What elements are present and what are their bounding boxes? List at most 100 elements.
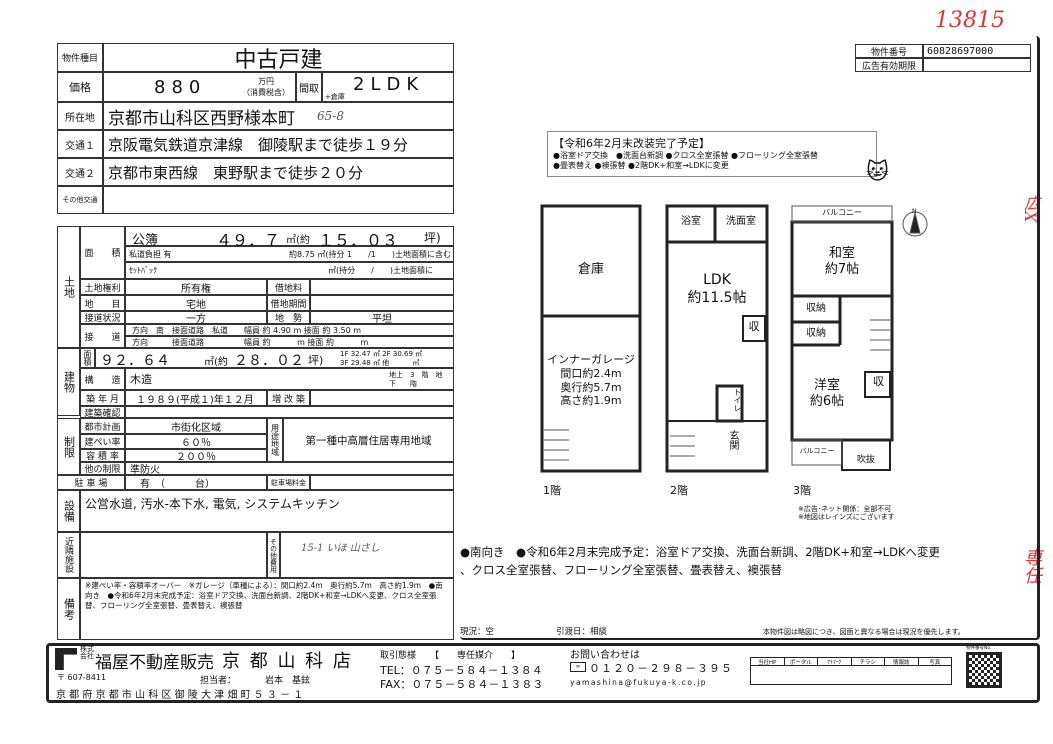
coverage-value: ６０％ [125, 434, 267, 449]
price-unit: 万円 [258, 77, 274, 86]
transport1-value: 京阪電気鉄道京津線 御陵駅まで徒歩１９分 [103, 130, 454, 158]
road1: 方向 南 接面道路 私道 幅員 約 4.90 m 接面 約 3.50 m [125, 324, 454, 336]
built-label: 築 年 月 [80, 390, 125, 406]
land-tsubo: １５．０３ [318, 231, 399, 250]
branch-name: 京 都 山 科 店 [222, 651, 353, 672]
lease-period-label: 借地期間 [267, 295, 310, 311]
deal-label: 取引態様 [380, 651, 417, 661]
media-cell: 写真 [918, 658, 951, 666]
registry-label: 公簿 [132, 233, 159, 248]
lease-period-value [310, 295, 454, 311]
terrain-label: 地 勢 [267, 311, 310, 324]
renovation-line2: ●畳表替え ●襖張替 ●2階DK+和室→LDKに変更 [553, 160, 729, 170]
company-name: 福屋不動産販売 [95, 653, 214, 673]
property-id-value: 60828697000 [923, 44, 1031, 58]
land-area-row: 公簿 ４９．７ ㎡(約 １５．０３ 坪) [125, 226, 454, 250]
footer [46, 643, 1040, 703]
qr-code-icon[interactable] [966, 652, 1002, 688]
floor2-label: 2階 [670, 484, 688, 497]
north-label: N [912, 208, 917, 215]
city-plan-value: 市街化区域 [125, 418, 267, 434]
land-area: ４９．７ [216, 231, 281, 250]
road-status-label: 接道状況 [80, 311, 125, 324]
transport2-value: 京都市東西線 東野駅まで徒歩２０分 [103, 158, 454, 186]
land-section: 土地 [57, 226, 80, 348]
company-prefix: 株式会社 [80, 645, 94, 661]
other-restriction-value: 準防火 [125, 462, 454, 476]
expiry-label: 広告有効期限 [855, 58, 923, 72]
price-tax: （消費税含） [242, 88, 290, 97]
right-panel [460, 36, 1040, 640]
road-label: 接 道 [80, 324, 125, 348]
postal-code: 〒 607-8411 [57, 673, 107, 682]
room-storage2: 収納 [806, 328, 826, 339]
nearby-value [80, 532, 267, 578]
stories: 地上 3 階 地下 階 [389, 371, 443, 388]
private-road-area: 約8.75 ㎡(持分 1 /1 )土地面積に含む [288, 249, 451, 259]
setback: ｾｯﾄﾊﾞｯｸ [129, 266, 157, 275]
media-cell: チラシ [851, 658, 885, 666]
road2: 方向 接面道路 幅員 約 m 接面 約 m [125, 336, 454, 348]
renovation-value [310, 390, 454, 406]
tel: TEL：０７５－５８４－１３８４ [380, 664, 543, 677]
handwritten-note: 専任 [1021, 548, 1042, 584]
parking-value: 有 （ 台） [125, 475, 267, 490]
room-ldk: LDK 約11.5帖 [687, 272, 747, 306]
other-costs-label: その他費用 [267, 532, 280, 578]
renovation-line1: ●浴室ドア交換 ●洗面台新調 ●クロス全室張替 ●フローリング全室張替 [553, 151, 819, 160]
zoning-value: 第一種中高層住居専用地域 [283, 418, 454, 462]
parking-label: 駐 車 場 [57, 475, 125, 490]
renovation-box: 【令和6年2月末改装完了予定】 ●浴室ドア交換 ●洗面台新調 ●クロス全室張替 … [547, 131, 877, 177]
room-storage: 倉庫 [577, 262, 604, 277]
media-table: 当社HP ポータル ｱﾄﾏｰｸ チラシ 情報誌 写真 [750, 657, 952, 685]
building-tsubo: ２８．０２ [234, 353, 304, 369]
building-area: ９２．６４ [100, 353, 170, 369]
facilities-label: 設備 [57, 490, 80, 532]
other-costs-value: 15-1 いほ 山さし [280, 532, 454, 578]
building-area-row: ９２．６４ ㎡(約 ２８．０２ 坪) 1F 32.47 ㎡ 2F 30.69 ㎡… [95, 348, 454, 369]
city-plan-label: 都市計画 [80, 418, 125, 434]
terrain-value: 平坦 [310, 311, 454, 325]
far-value: ２００％ [125, 449, 267, 463]
room-balcony: バルコニー [822, 208, 862, 217]
category-label: 地 目 [80, 295, 125, 311]
layout-value: 2LDK [353, 74, 425, 95]
handwritten-number: 13815 [935, 8, 1005, 33]
room-entrance: 玄関 [727, 430, 738, 450]
tsubo-unit: 坪) [424, 231, 441, 245]
handwritten-note: 広X [1021, 195, 1040, 223]
deal-type: 【 専任媒介 】 [430, 651, 521, 661]
property-id-label: 物件番号 [855, 44, 923, 58]
setback-area: ㎡(持分 / )土地面積に [328, 266, 433, 275]
freedial-number[interactable]: ０１２０－２９８－３９５ [589, 662, 733, 675]
lease-fee-value [310, 279, 454, 295]
current-status: 現況：空 [460, 627, 495, 637]
summary: ●南向き ●令和6年2月末完成予定：浴室ドア交換、洗面台新調、2階DK+和室→L… [460, 544, 940, 580]
email[interactable]: yamashina@fukuya-k.co.jp [570, 678, 708, 687]
structure-value: 木造 [130, 373, 152, 386]
floor1-outline [540, 204, 642, 473]
built-value: １９８９(平成１)年１２月 [125, 390, 267, 406]
handover: 引渡日：相談 [556, 627, 608, 637]
room-washroom: 洗面室 [726, 216, 756, 227]
category-value: 宅地 [125, 295, 267, 311]
far-label: 容 積 率 [80, 449, 125, 462]
note-ad: ※広告･ネット関係：全部不可 [798, 505, 892, 513]
floor-areas-2: 3F 29.48 ㎡ 他 ㎡ [340, 358, 420, 367]
room-bath: 浴室 [681, 216, 701, 227]
parking-fee-value [310, 475, 454, 490]
address-text: 京都市山科区西野様本町 [108, 108, 295, 129]
room-closet3: 収 [873, 375, 884, 388]
private-road: 私道負担 有 [129, 249, 172, 259]
property-type: 中古戸建 [103, 43, 454, 73]
room-closet: 収 [748, 320, 760, 333]
notes: ※広告･ネット関係：全部不可 ※地図はレインズにございます [798, 505, 895, 522]
disclaimer: 本物件図は略図につき、図面と異なる場合は現況を優先します。 [763, 628, 965, 636]
floor1-label: 1階 [543, 484, 561, 497]
restrictions-section: 制限 [57, 418, 80, 475]
nearby-label: 近隣施設 [57, 532, 80, 578]
type-label: 物件種目 [57, 43, 103, 72]
remarks-value: ※建ぺい率・容積率オーバー ※ガレージ（車種による）：間口約2.4m 奥行約5.… [80, 578, 454, 640]
room-western: 洋室 約6帖 [809, 378, 845, 410]
remarks-label: 備考 [57, 578, 80, 640]
